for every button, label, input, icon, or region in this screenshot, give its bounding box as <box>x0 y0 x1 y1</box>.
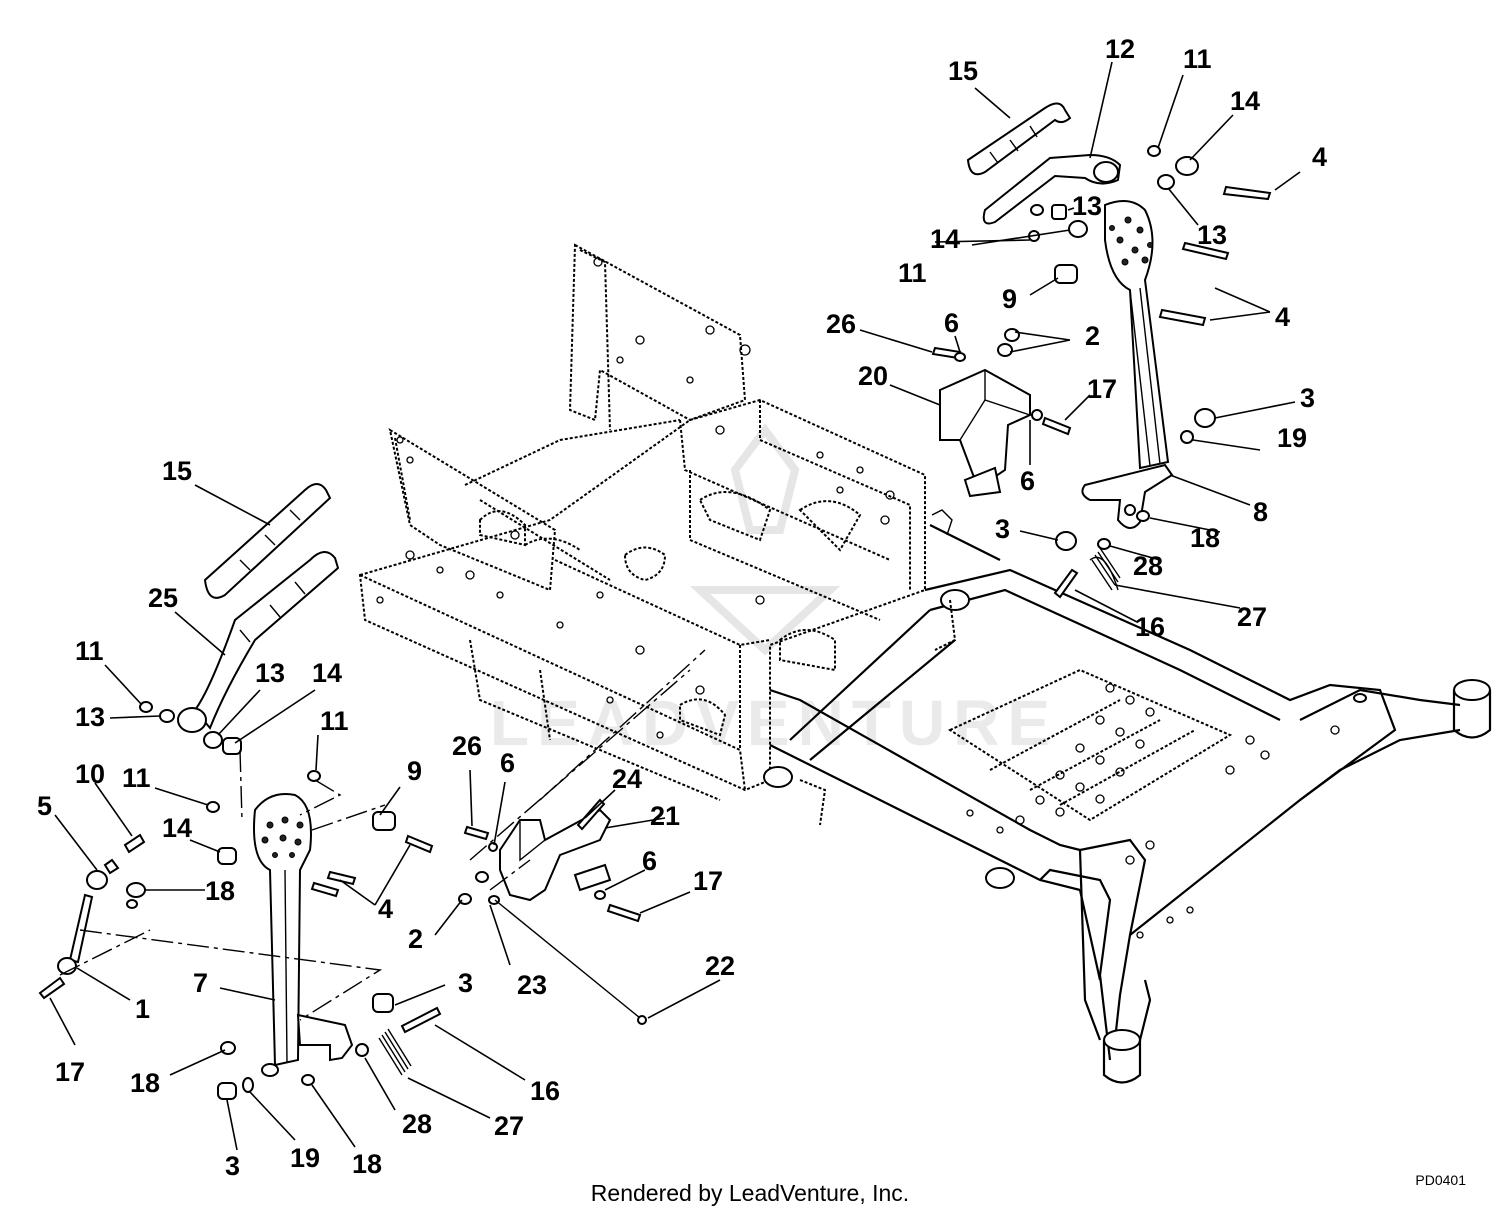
callout-3: 3 <box>225 1151 240 1181</box>
phantom-lines <box>59 649 706 1021</box>
callout-17: 17 <box>693 866 723 896</box>
callout-6: 6 <box>944 308 959 338</box>
callout-26: 26 <box>452 731 482 761</box>
callout-10: 10 <box>75 759 105 789</box>
callout-14: 14 <box>930 224 960 254</box>
callout-26: 26 <box>826 309 856 339</box>
callout-19: 19 <box>1277 423 1307 453</box>
callout-6: 6 <box>642 846 657 876</box>
callout-6: 6 <box>1020 466 1035 496</box>
callout-8: 8 <box>1253 497 1268 527</box>
main-frame <box>358 243 926 826</box>
callout-9: 9 <box>1002 284 1017 314</box>
callout-23: 23 <box>517 970 547 1000</box>
callout-11: 11 <box>320 706 349 736</box>
callout-12: 12 <box>1105 34 1135 64</box>
lower-chassis <box>763 509 1492 1084</box>
callout-13: 13 <box>1072 191 1102 221</box>
callout-14: 14 <box>162 813 192 843</box>
callout-17: 17 <box>55 1057 85 1087</box>
callout-11: 11 <box>122 763 151 793</box>
callout-4: 4 <box>378 894 393 924</box>
leader-lines <box>49 61 1301 1151</box>
callout-25: 25 <box>148 583 178 613</box>
callout-11: 11 <box>898 258 927 288</box>
callout-18: 18 <box>130 1068 160 1098</box>
callout-3: 3 <box>1300 383 1315 413</box>
callout-2: 2 <box>408 924 423 954</box>
callout-3: 3 <box>995 514 1010 544</box>
callout-4: 4 <box>1275 302 1290 332</box>
callout-4: 4 <box>1312 142 1327 172</box>
callout-1: 1 <box>135 994 150 1024</box>
callouts: 15 12 11 14 4 13 13 14 11 9 4 26 6 2 20 … <box>37 34 1327 1181</box>
callout-28: 28 <box>1133 551 1163 581</box>
callout-13: 13 <box>255 658 285 688</box>
render-credit: Rendered by LeadVenture, Inc. <box>590 1180 910 1206</box>
callout-22: 22 <box>705 951 735 981</box>
callout-18: 18 <box>205 876 235 906</box>
callout-27: 27 <box>494 1111 524 1141</box>
callout-28: 28 <box>402 1109 432 1139</box>
callout-6: 6 <box>500 748 515 778</box>
callout-18: 18 <box>352 1149 382 1179</box>
callout-16: 16 <box>530 1076 560 1106</box>
callout-5: 5 <box>37 791 52 821</box>
callout-27: 27 <box>1237 602 1267 632</box>
callout-3: 3 <box>458 968 473 998</box>
callout-15: 15 <box>162 456 192 486</box>
callout-14: 14 <box>312 658 342 688</box>
callout-18: 18 <box>1190 523 1220 553</box>
callout-11: 11 <box>75 636 104 666</box>
callout-24: 24 <box>612 764 642 794</box>
callout-9: 9 <box>407 756 422 786</box>
callout-13: 13 <box>1197 220 1227 250</box>
left-lever-assembly <box>38 483 647 1100</box>
callout-20: 20 <box>858 361 888 391</box>
diagram-code: PD0401 <box>1415 1172 1466 1188</box>
callout-21: 21 <box>650 801 680 831</box>
callout-7: 7 <box>193 968 208 998</box>
callout-19: 19 <box>290 1143 320 1173</box>
right-lever-assembly <box>931 102 1272 599</box>
callout-14: 14 <box>1230 86 1260 116</box>
callout-16: 16 <box>1135 612 1165 642</box>
callout-17: 17 <box>1087 374 1117 404</box>
callout-15: 15 <box>948 56 978 86</box>
callout-11: 11 <box>1183 44 1212 74</box>
callout-13: 13 <box>75 702 105 732</box>
callout-2: 2 <box>1085 321 1100 351</box>
